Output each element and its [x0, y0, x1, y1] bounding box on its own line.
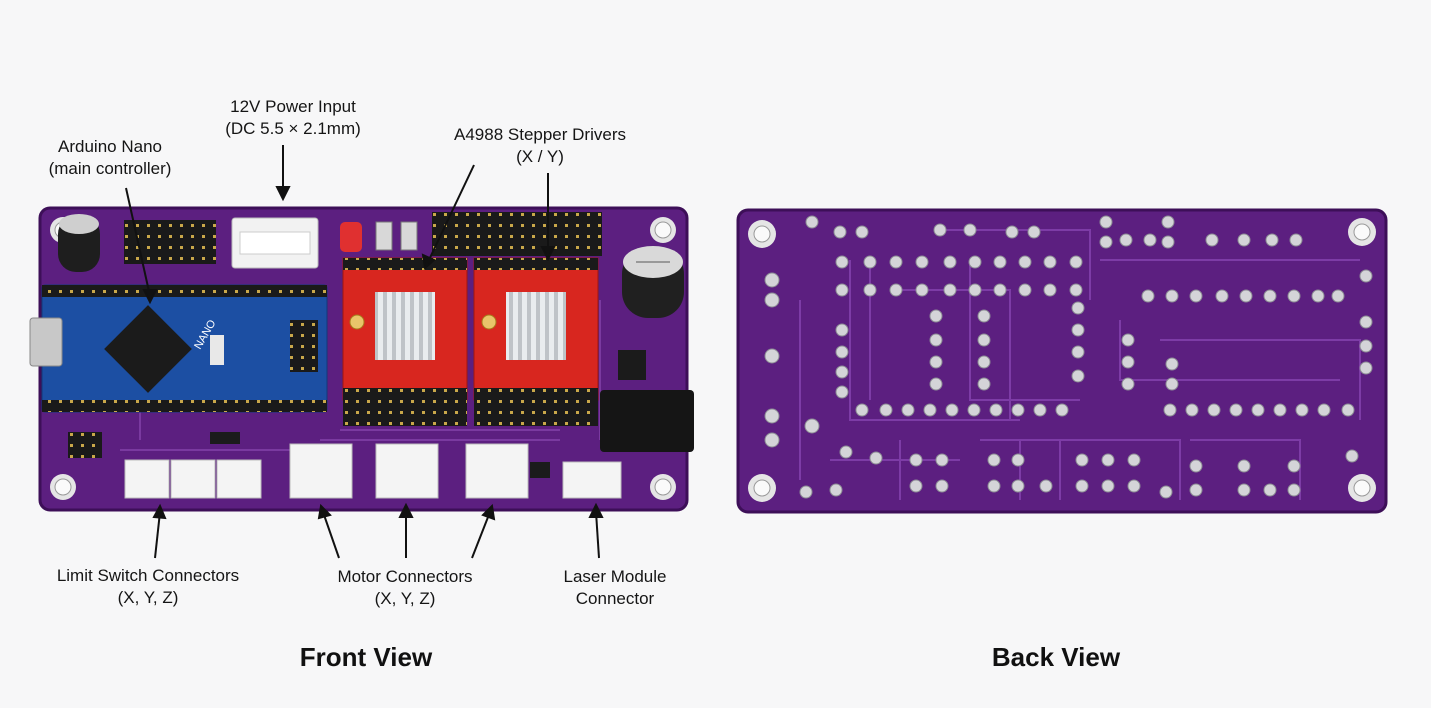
- header-block: [124, 220, 216, 264]
- limit-switch-connectors: [124, 459, 262, 499]
- stepper-driver-x: [342, 257, 468, 426]
- dc-jack: [600, 390, 694, 452]
- led: [340, 222, 362, 252]
- smd-component: [530, 462, 550, 478]
- stepper-driver-y: [473, 257, 599, 426]
- label-stepper-drivers: A4988 Stepper Drivers (X / Y): [430, 124, 650, 168]
- capacitor-large: [622, 246, 684, 318]
- usb-connector: [29, 317, 63, 367]
- label-limit-switch: Limit Switch Connectors (X, Y, Z): [38, 565, 258, 609]
- motor-connectors: [289, 443, 529, 499]
- jumper-headers: [432, 212, 602, 256]
- smd-component: [210, 432, 240, 444]
- front-view-title: Front View: [299, 642, 433, 672]
- mounting-hole: [50, 474, 76, 500]
- capacitor-small: [58, 214, 100, 272]
- label-power-line1: 12V Power Input: [230, 97, 356, 116]
- label-laser-line1: Laser Module: [563, 567, 667, 586]
- back-view-title: Back View: [991, 642, 1121, 672]
- mounting-hole: [748, 220, 776, 248]
- mounting-hole: [650, 474, 676, 500]
- label-motor-connectors: Motor Connectors (X, Y, Z): [322, 566, 488, 610]
- label-motor-line2: (X, Y, Z): [374, 589, 436, 608]
- label-drivers-line1: A4988 Stepper Drivers: [454, 125, 626, 144]
- resistor: [400, 221, 418, 251]
- front-pcb: NANO: [29, 206, 694, 512]
- label-motor-line1: Motor Connectors: [337, 567, 473, 586]
- small-header: [68, 432, 102, 458]
- label-laser-module: Laser Module Connector: [548, 566, 682, 610]
- label-limit-line1: Limit Switch Connectors: [56, 566, 240, 585]
- label-arduino-line1: Arduino Nano: [58, 137, 162, 156]
- laser-module-connector-part: [562, 461, 622, 499]
- mounting-hole: [748, 474, 776, 502]
- mounting-hole: [1348, 218, 1376, 246]
- reset-button: [210, 335, 224, 365]
- label-laser-line2: Connector: [575, 589, 655, 608]
- solder-joints: [764, 215, 1373, 499]
- resistor: [375, 221, 393, 251]
- power-input-connector: [231, 217, 319, 269]
- back-pcb: [736, 208, 1388, 514]
- label-drivers-line2: (X / Y): [516, 147, 564, 166]
- mounting-hole: [1348, 474, 1376, 502]
- label-power-line2: (DC 5.5 × 2.1mm): [225, 119, 361, 138]
- mounting-hole: [650, 217, 676, 243]
- callout-arrows: [125, 145, 604, 559]
- voltage-regulator: [618, 350, 646, 380]
- label-arduino-nano: Arduino Nano (main controller): [30, 136, 190, 180]
- label-arduino-line2: (main controller): [48, 159, 172, 178]
- arduino-nano-board: NANO: [29, 284, 328, 413]
- label-power-input: 12V Power Input (DC 5.5 × 2.1mm): [208, 96, 378, 140]
- label-limit-line2: (X, Y, Z): [117, 588, 179, 607]
